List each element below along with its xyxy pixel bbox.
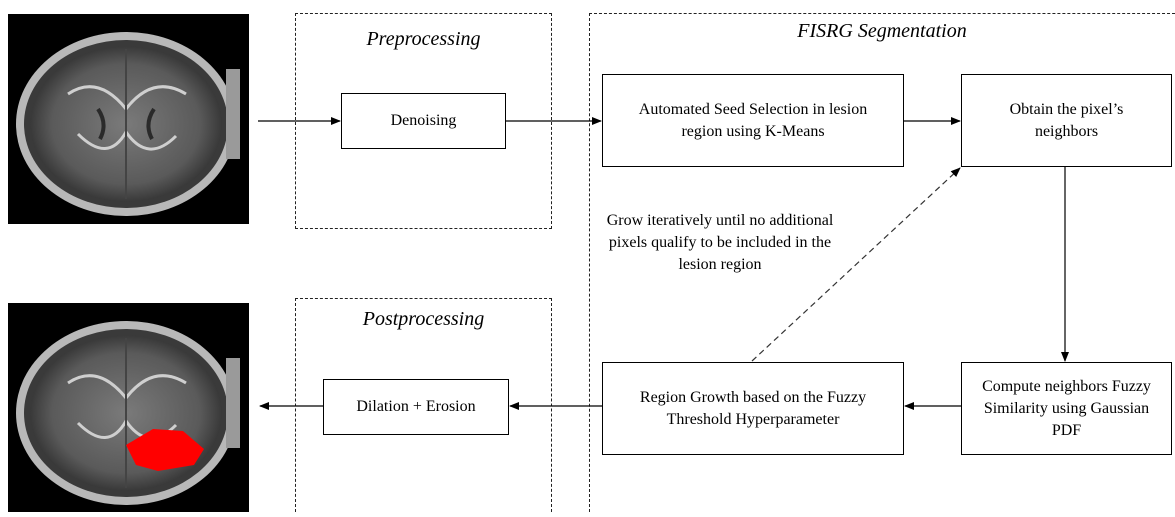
loop-note: Grow iteratively until no additional pix… bbox=[606, 212, 834, 273]
preprocessing-title: Preprocessing bbox=[366, 28, 481, 50]
denoising-box: Denoising bbox=[341, 93, 506, 149]
input-mri-image bbox=[8, 14, 249, 224]
seed-selection-box: Automated Seed Selection in lesion regio… bbox=[602, 74, 904, 167]
seed-selection-label: Automated Seed Selection in lesion regio… bbox=[638, 100, 868, 140]
morphology-box: Dilation + Erosion bbox=[323, 379, 509, 435]
postprocessing-title: Postprocessing bbox=[362, 308, 485, 330]
lesion-region bbox=[126, 429, 204, 471]
region-growth-label: Region Growth based on the Fuzzy Thresho… bbox=[639, 388, 867, 428]
postprocessing-frame bbox=[295, 298, 552, 512]
morphology-label: Dilation + Erosion bbox=[356, 398, 476, 415]
arrow-loop-back-dashed bbox=[751, 167, 961, 362]
neighbors-box: Obtain the pixel’s neighbors bbox=[961, 74, 1172, 167]
similarity-box: Compute neighbors Fuzzy Similarity using… bbox=[961, 362, 1172, 455]
brain-scan-graphic bbox=[16, 32, 240, 216]
segmented-brain-scan-graphic bbox=[16, 321, 240, 505]
denoising-label: Denoising bbox=[390, 112, 457, 129]
similarity-label: Compute neighbors Fuzzy Similarity using… bbox=[982, 377, 1151, 439]
neighbors-label: Obtain the pixel’s neighbors bbox=[1009, 100, 1124, 140]
output-mri-image bbox=[8, 303, 249, 512]
region-growth-box: Region Growth based on the Fuzzy Thresho… bbox=[602, 362, 904, 455]
fisrg-title: FISRG Segmentation bbox=[797, 20, 967, 42]
fisrg-frame bbox=[589, 13, 1175, 512]
